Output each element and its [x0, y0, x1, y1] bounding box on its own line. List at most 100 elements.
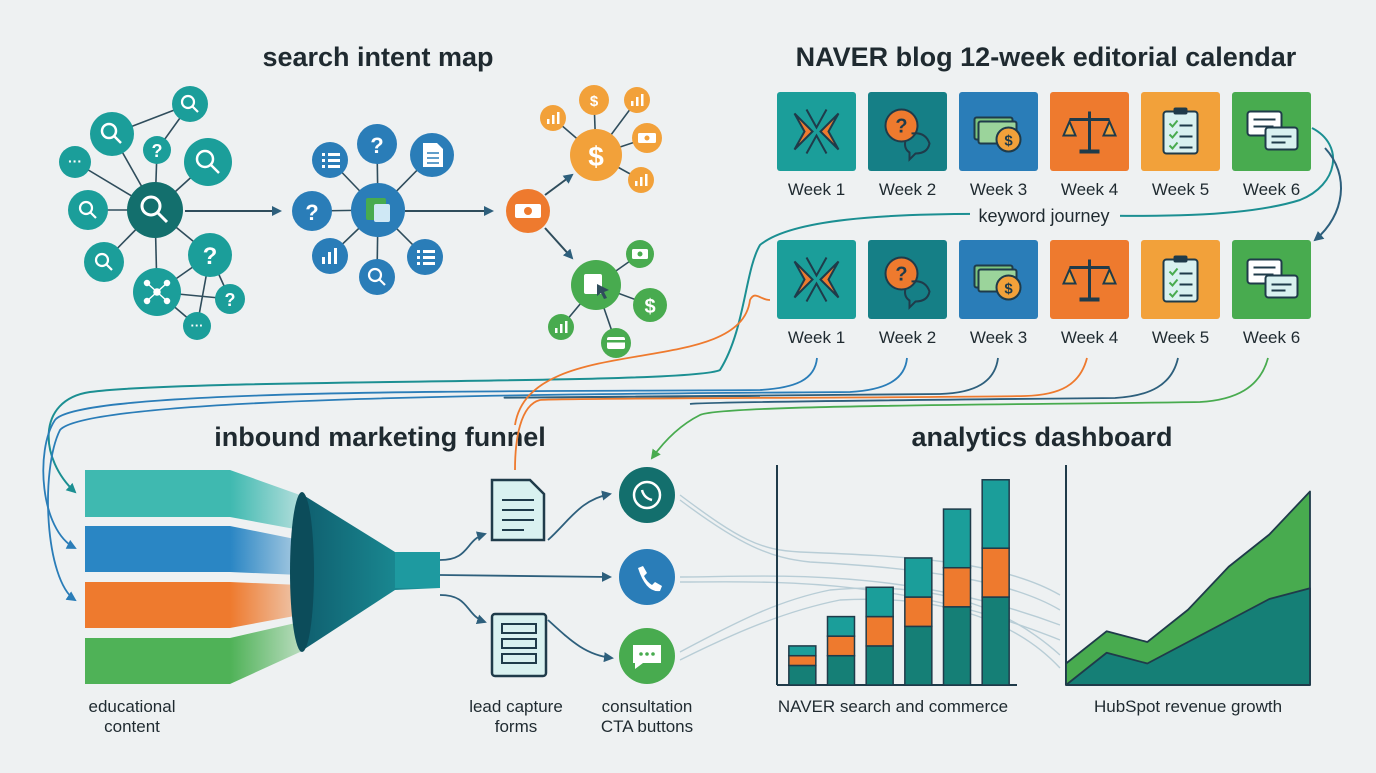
calendar-week-tile[interactable]: $ Week 3 [959, 240, 1038, 347]
search-node [184, 138, 232, 186]
bar-chart-icon [322, 248, 337, 264]
calendar-week-tile[interactable]: Week 6 [1232, 92, 1311, 199]
message-bubble-icon [633, 645, 661, 669]
speech-question-icon: ? [884, 108, 931, 162]
calendar-week-tile[interactable]: Week 5 [1141, 240, 1220, 347]
question-icon: ? [203, 243, 218, 270]
funnel-title: inbound marketing funnel [214, 422, 546, 452]
calendar-row-2: Week 1?Week 2 $ Week 3 Week 4 Week 5 Week 6 [777, 240, 1311, 347]
calendar-week-tile[interactable]: ? Week 2 [868, 92, 947, 199]
bar-segment [865, 615, 894, 647]
chat-bubbles-icon [1246, 258, 1299, 299]
week-label: Week 4 [1061, 328, 1118, 347]
question-node [215, 284, 245, 314]
question-icon: ? [370, 133, 383, 158]
calendar-week-tile[interactable]: $Week 3 [959, 92, 1038, 199]
intent-arrow-3 [544, 173, 574, 196]
educational-content-label-line2: content [104, 717, 160, 736]
calendar-week-tile[interactable]: Week 1 [777, 92, 856, 199]
week-label: Week 2 [879, 180, 936, 199]
bowtie-icon [793, 257, 840, 302]
money-icon [638, 133, 656, 143]
bowtie-icon [793, 109, 840, 154]
ellipsis-icon: ··· [191, 318, 204, 333]
analytics-title: analytics dashboard [911, 422, 1172, 452]
bar-segment [788, 645, 817, 657]
bar-segment [942, 508, 972, 569]
search-node [90, 112, 134, 156]
calendar-row-1: Week 1? Week 2 $Week 3 Week 4 Week 5 Week 6 [777, 92, 1311, 199]
clipboard-checklist-icon [1162, 107, 1199, 155]
keyword-journey-connector [47, 127, 1335, 494]
bar-segment [981, 547, 1010, 598]
cta-label-line1: consultation [602, 697, 693, 716]
list-icon [322, 153, 340, 168]
educational-content-label-line1: educational [89, 697, 176, 716]
bar-segment [981, 479, 1010, 549]
content-band-teal [85, 470, 230, 517]
search-node [359, 259, 395, 295]
search-node [172, 86, 208, 122]
week-label: Week 5 [1152, 180, 1209, 199]
phone-cta-button[interactable] [619, 549, 675, 605]
bar-segment [788, 654, 817, 667]
cta-label-line2: CTA buttons [601, 717, 693, 736]
coin-node [579, 85, 609, 115]
bar-chart-icon [631, 94, 644, 106]
phone-icon [638, 566, 662, 592]
ellipsis-node [59, 146, 91, 178]
calendar-week-tile[interactable]: Week 6 [1232, 240, 1311, 347]
funnel-input-bands [85, 470, 300, 684]
question-icon: ? [152, 141, 163, 161]
credit-card-icon [607, 337, 625, 349]
search-icon [140, 195, 169, 224]
keyword-journey-label: keyword journey [978, 206, 1109, 226]
bar-segment [942, 566, 972, 608]
bar-segment [826, 654, 856, 686]
funnel-shape [290, 492, 440, 652]
bar-segment [981, 596, 1010, 686]
search-hub-node [127, 182, 183, 238]
question-node [357, 124, 397, 164]
message-cta-button[interactable] [619, 628, 675, 684]
calendar-week-tile[interactable]: Week 1 [777, 240, 856, 347]
search-icon [94, 252, 113, 271]
svg-text:?: ? [895, 264, 907, 286]
svg-text:$: $ [1004, 281, 1013, 298]
week-label: Week 1 [788, 180, 845, 199]
keyword-journey-label-bg [970, 202, 1120, 228]
ellipsis-node [183, 312, 211, 340]
week-label: Week 3 [970, 328, 1027, 347]
list-icon [417, 250, 435, 265]
bar-chart-icon [547, 112, 560, 124]
bar-chart-label: NAVER search and commerce [778, 697, 1008, 716]
row-wrap-arrow [1313, 147, 1342, 242]
calendar-week-tile[interactable]: Week 5 [1141, 92, 1220, 199]
lead-capture-label-line2: forms [495, 717, 538, 736]
search-icon [78, 200, 97, 219]
calendar-week-tile[interactable]: Week 4 [1050, 240, 1129, 347]
question-node [188, 233, 232, 277]
week-label: Week 5 [1152, 328, 1209, 347]
dollar-node [570, 129, 622, 181]
svg-text:?: ? [895, 116, 907, 138]
calendar-title: NAVER blog 12-week editorial calendar [796, 42, 1297, 72]
whatsapp-cta-button[interactable] [619, 467, 675, 523]
lead-form-icon-2 [490, 612, 548, 678]
documents-icon [366, 198, 390, 222]
speech-question-icon: ? [884, 256, 931, 310]
intent-arrow-4 [544, 227, 574, 260]
search-icon [195, 149, 220, 174]
ellipsis-icon: ··· [68, 153, 82, 169]
calendar-week-tile[interactable]: Week 4 [1050, 92, 1129, 199]
bar-segment [865, 586, 894, 618]
question-icon: ? [305, 200, 318, 225]
whatsapp-icon [632, 480, 662, 510]
bar-segment [788, 664, 817, 686]
calendar-week-tile[interactable]: ?Week 2 [868, 240, 947, 347]
week-label: Week 6 [1243, 328, 1300, 347]
week-label: Week 4 [1061, 180, 1118, 199]
dollar-icon: $ [644, 296, 655, 318]
